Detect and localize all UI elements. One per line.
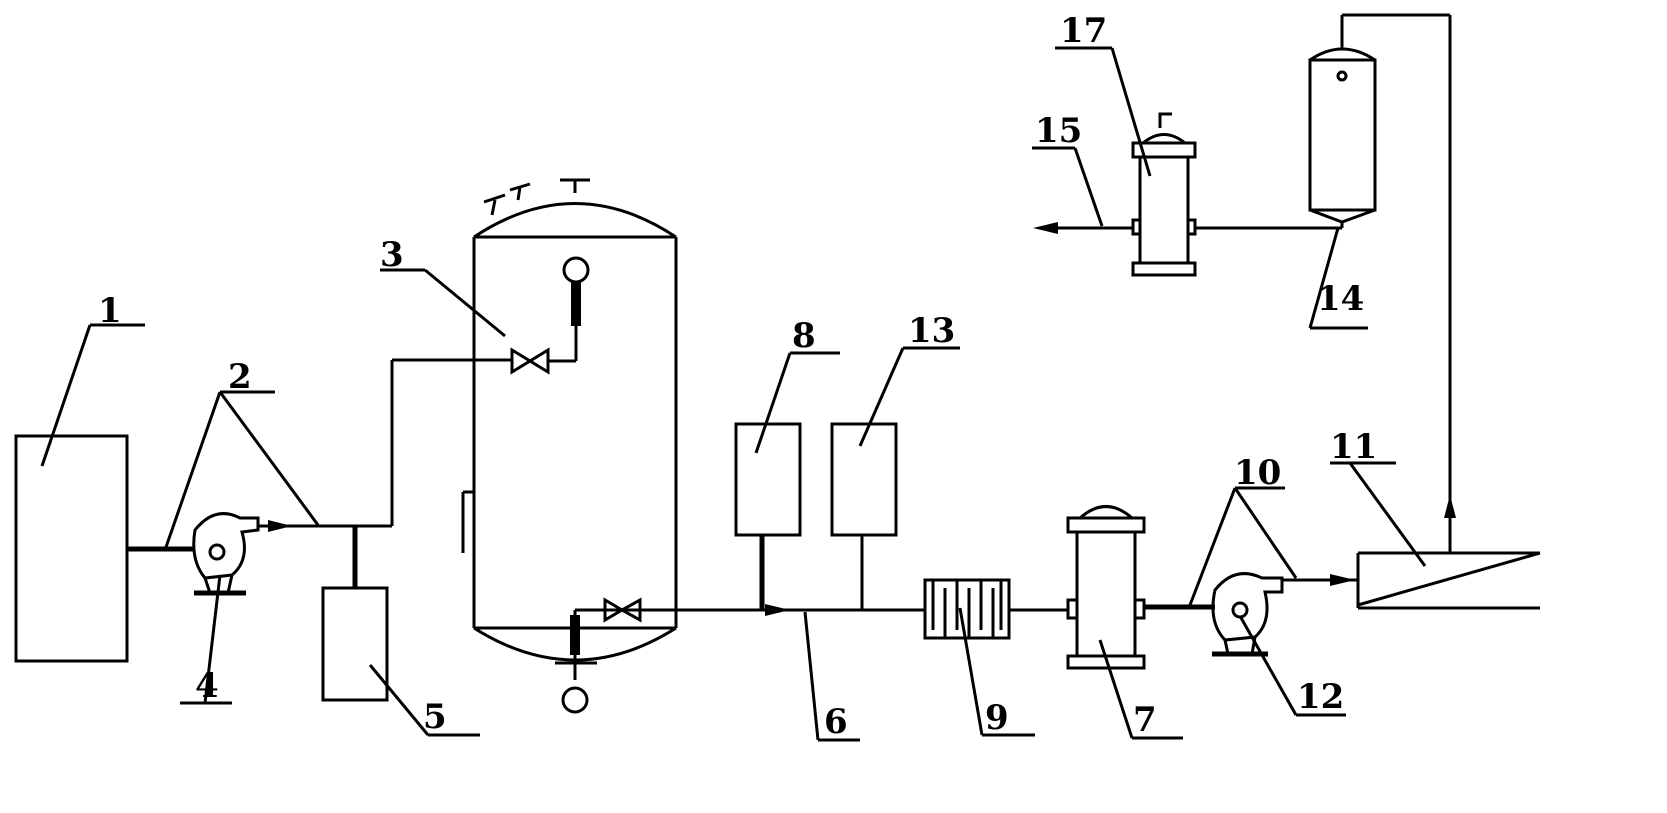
label-3: 3 [380,235,404,275]
valve-outlet [603,597,642,623]
label-10: 10 [1234,453,1281,493]
flow-arrow-3 [1330,574,1355,586]
filter-17 [1131,112,1197,277]
label-14: 14 [1317,279,1364,319]
label-13: 13 [908,311,955,351]
flow-arrow-5 [1033,222,1058,234]
leader-lines [40,46,1427,742]
tank-13 [830,422,898,537]
component-labels: 1 2 3 4 5 6 7 8 9 10 11 12 13 14 15 17 [98,11,1377,742]
label-12: 12 [1297,677,1344,717]
tank-14 [1308,47,1377,224]
label-4: 4 [195,666,219,706]
tank-5 [321,586,389,702]
label-5: 5 [423,697,447,737]
label-17: 17 [1060,11,1107,51]
nozzle-top [571,282,581,326]
label-1: 1 [98,291,122,331]
valve-3 [510,347,550,375]
heat-exchanger-9 [923,578,1011,640]
label-6: 6 [824,702,848,742]
tank-8 [734,422,802,537]
label-2: 2 [228,357,252,397]
label-8: 8 [792,316,816,356]
label-7: 7 [1133,700,1157,740]
bottom-nozzle [570,615,580,655]
tank-1 [14,434,129,663]
flow-arrow-1 [268,520,292,532]
filter-7 [1066,505,1146,670]
gauge-bottom [561,686,589,714]
label-9: 9 [985,698,1009,738]
label-15: 15 [1035,111,1082,151]
gauge-top [562,256,590,284]
label-11: 11 [1330,427,1377,467]
pump-12 [1211,572,1284,657]
pump-4 [192,512,260,596]
flow-arrow-4 [1444,495,1456,518]
flow-arrow-2 [765,604,790,616]
settler-11 [1356,551,1541,610]
reactor-vessel [461,178,678,662]
